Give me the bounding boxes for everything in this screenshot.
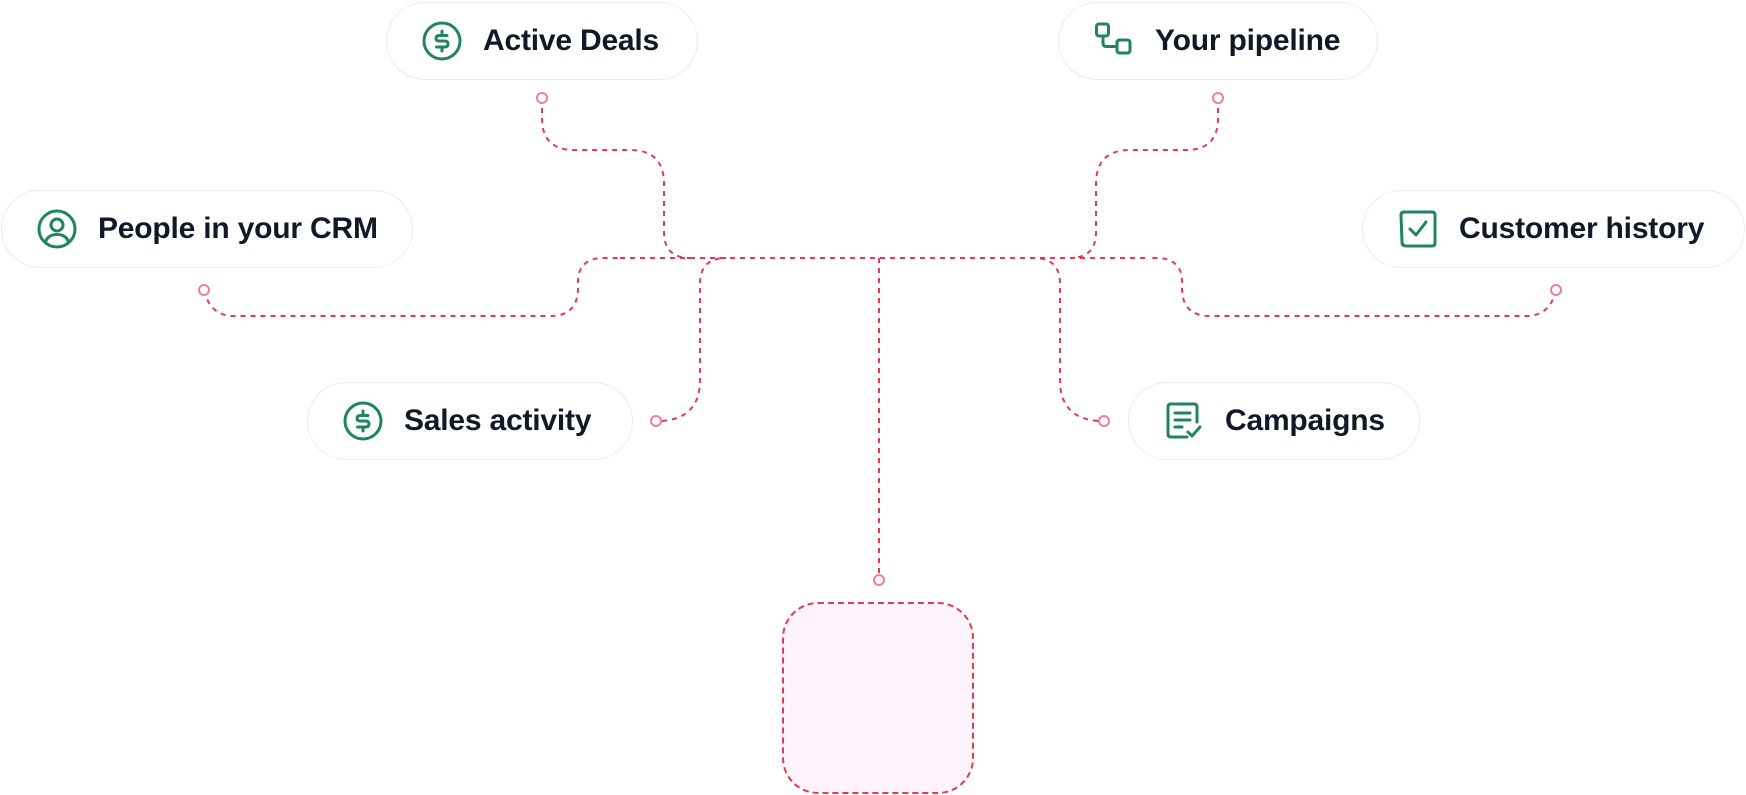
node-people-in-your-crm[interactable]: People in your CRM	[1, 190, 413, 268]
connector-dot-active-deals	[536, 92, 548, 104]
dollar-circle-icon	[421, 20, 463, 62]
checkbox-checked-icon	[1397, 208, 1439, 250]
connector-people	[203, 257, 620, 317]
connector-campaigns	[1033, 257, 1099, 422]
node-label: Active Deals	[483, 24, 660, 57]
node-label: Your pipeline	[1155, 24, 1341, 57]
connector-customer-history	[1150, 257, 1557, 317]
node-customer-history[interactable]: Customer history	[1362, 190, 1745, 268]
checklist-doc-icon	[1163, 400, 1205, 442]
node-label: Campaigns	[1225, 404, 1385, 437]
connector-active-deals	[541, 98, 691, 259]
connector-dot-campaigns	[1098, 415, 1110, 427]
node-campaigns[interactable]: Campaigns	[1128, 382, 1420, 460]
user-circle-icon	[36, 208, 78, 250]
connector-sales-activity	[661, 257, 727, 422]
node-label: Sales activity	[404, 404, 592, 437]
node-label: Customer history	[1459, 212, 1705, 245]
node-active-deals[interactable]: Active Deals	[386, 2, 698, 80]
connector-dot-customer-history	[1550, 284, 1562, 296]
pipeline-squares-icon	[1093, 20, 1135, 62]
connector-dot-target	[873, 574, 885, 586]
connector-dot-your-pipeline	[1212, 92, 1224, 104]
connector-your-pipeline	[1069, 98, 1219, 259]
connector-dot-sales-activity	[650, 415, 662, 427]
node-label: People in your CRM	[98, 212, 378, 245]
connector-dot-people	[198, 284, 210, 296]
dollar-circle-icon	[342, 400, 384, 442]
node-your-pipeline[interactable]: Your pipeline	[1058, 2, 1378, 80]
node-sales-activity[interactable]: Sales activity	[307, 382, 633, 460]
target-drop-zone	[782, 602, 974, 794]
